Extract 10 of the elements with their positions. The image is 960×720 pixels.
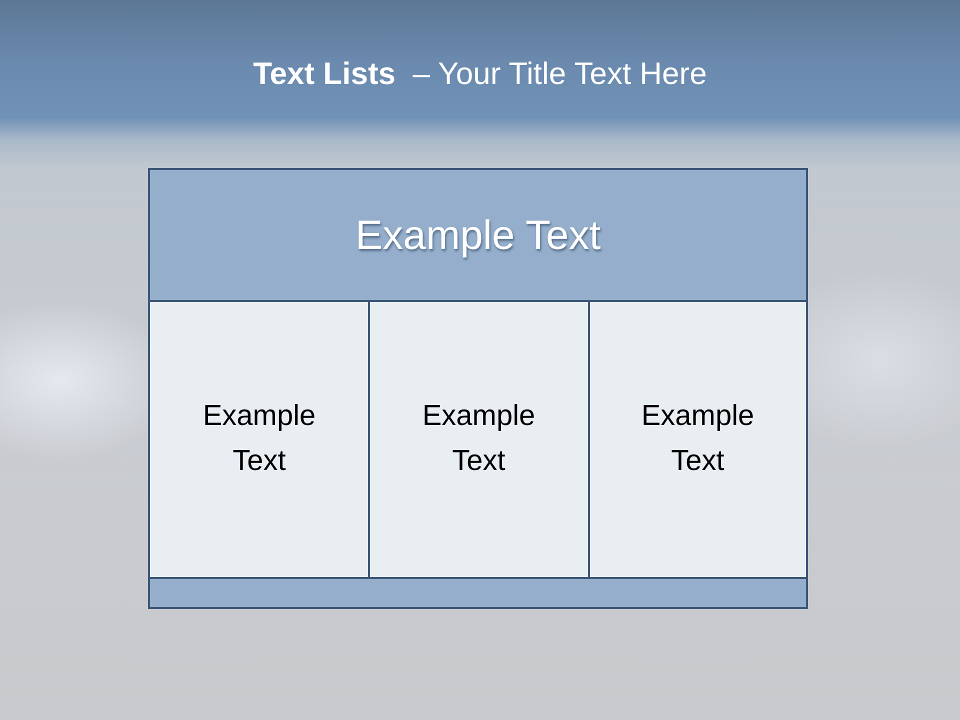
header-text: Example Text	[355, 212, 601, 259]
panel-text: Example Text	[421, 398, 536, 478]
panel-text: Example Text	[202, 398, 317, 478]
slide-title: Text Lists – Your Title Text Here	[252, 55, 708, 93]
content-panel	[368, 300, 590, 580]
content-panel	[588, 300, 808, 580]
content-panel	[148, 300, 370, 580]
panel-text: Example Text	[640, 398, 756, 478]
footer-bar	[148, 577, 808, 609]
header-band	[148, 168, 808, 302]
